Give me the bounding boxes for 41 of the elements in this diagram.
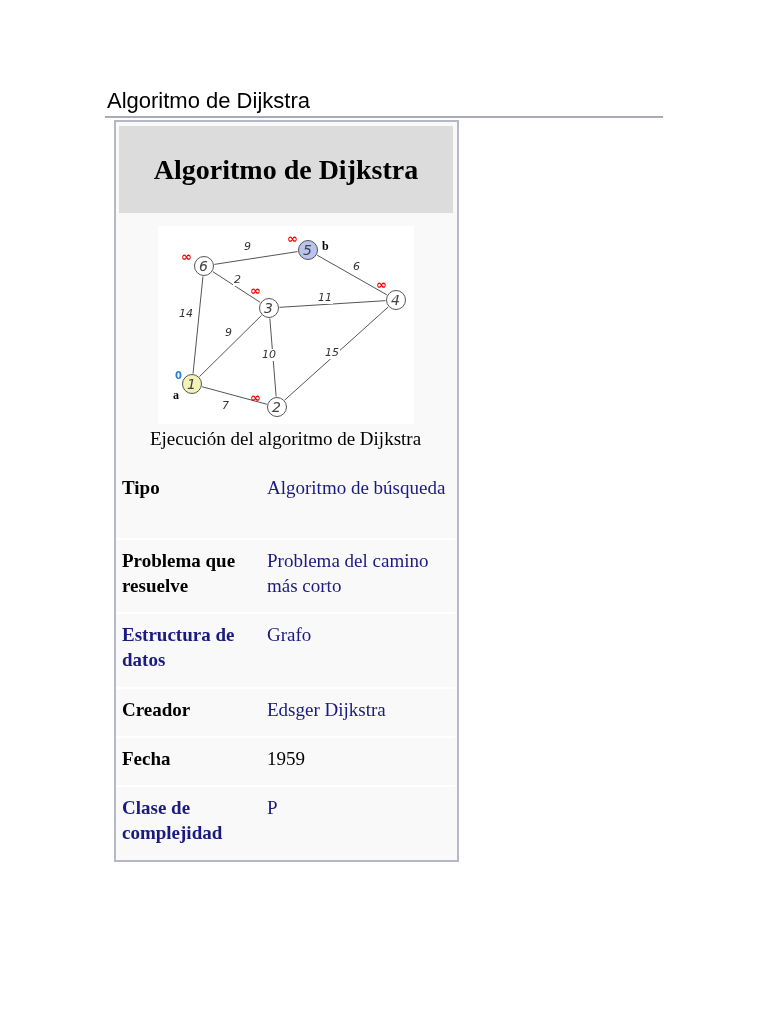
graph-edge (198, 314, 263, 378)
graph-edge (316, 254, 388, 296)
distance-label: ∞ (250, 392, 261, 404)
row-value-link: Problema del camino más corto (267, 549, 430, 598)
edge-weight-label: 14 (178, 308, 194, 320)
vertex-name-label: b (322, 240, 329, 252)
graph-edge (201, 386, 268, 405)
row-value: 1959 (267, 747, 306, 771)
row-value-link: Grafo (267, 623, 313, 647)
edge-weight-label: 9 (243, 241, 252, 253)
image-caption: Ejecución del algoritmo de Dijkstra (148, 427, 423, 451)
row-header: Tipo (122, 476, 161, 500)
graph-edge (192, 275, 204, 375)
vertex-name-label: a (173, 389, 179, 401)
edge-weight-label: 6 (352, 261, 361, 273)
graph-edge (284, 306, 389, 401)
distance-label: ∞ (287, 233, 298, 245)
distance-label: ∞ (250, 285, 261, 297)
infobox-title: Algoritmo de Dijkstra (152, 153, 420, 187)
row-value-link: Edsger Dijkstra (267, 698, 387, 722)
edge-weight-label: 15 (324, 347, 340, 359)
edge-weight-label: 2 (233, 274, 242, 286)
row-header-link: Clase de complejidad (122, 796, 224, 845)
edge-weight-label: 10 (261, 349, 277, 361)
page-heading: Algoritmo de Dijkstra (107, 88, 310, 114)
distance-label: 0 (175, 370, 182, 382)
graph-edge (212, 271, 261, 303)
row-header-link: Estructura de datos (122, 623, 236, 672)
edge-weight-label: 7 (221, 400, 230, 412)
edge-weight-label: 11 (317, 292, 333, 304)
row-value-link: P (267, 796, 279, 820)
graph-edge (269, 317, 277, 398)
row-value-link: Algoritmo de búsqueda (267, 476, 447, 500)
graph-edge (279, 300, 386, 308)
graph-edge (213, 251, 299, 265)
row-header: Fecha (122, 747, 172, 771)
edge-weight-label: 9 (224, 327, 233, 339)
distance-label: ∞ (181, 251, 192, 263)
row-header: Problema que resuelve (122, 549, 237, 598)
row-header: Creador (122, 698, 192, 722)
distance-label: ∞ (376, 279, 387, 291)
